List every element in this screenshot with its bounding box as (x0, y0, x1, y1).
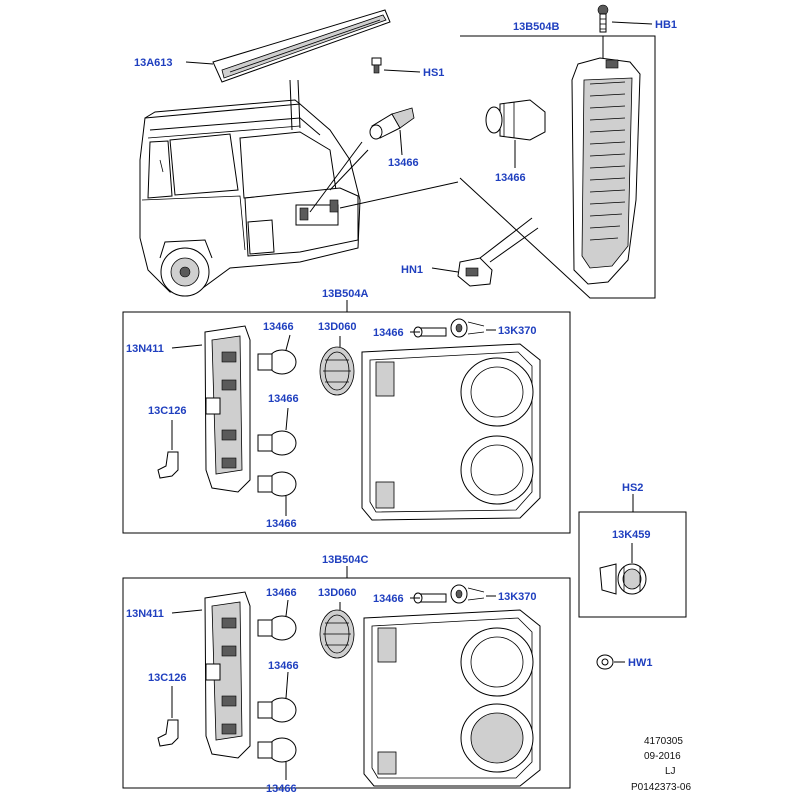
leader-13466-a (309, 141, 363, 213)
bulb-13466-a4 (257, 471, 297, 497)
leader-hs1 (383, 69, 421, 73)
leader-13N411-a (171, 344, 203, 349)
leader-hn1 (431, 267, 459, 273)
leader-hb1 (611, 21, 653, 25)
clip-13C126-a (157, 451, 179, 479)
label-13K459[interactable]: 13K459 (612, 529, 651, 541)
clip-13C126-c (157, 719, 179, 747)
label-13466-c4[interactable]: 13466 (266, 783, 297, 795)
label-13466-a1[interactable]: 13466 (263, 321, 294, 333)
label-13B504B[interactable]: 13B504B (513, 21, 560, 33)
leader-13A613 (185, 61, 214, 65)
leader-lamp-to-vehicle-2 (297, 79, 301, 129)
socket-13K370-a (450, 318, 485, 338)
washer-hw1 (596, 654, 614, 670)
leader-13466-a1 (285, 334, 291, 351)
label-13466-c3[interactable]: 13466 (268, 660, 299, 672)
nut-hn1 (457, 257, 493, 287)
label-hn1[interactable]: HN1 (401, 264, 423, 276)
label-hb1[interactable]: HB1 (655, 19, 677, 31)
bulb-13466-top (369, 107, 415, 140)
bulb-13466-a1 (257, 349, 297, 375)
bulb-holder-13N411-a (204, 325, 251, 493)
ref-initials: LJ (665, 766, 676, 777)
grommet-13K459 (599, 563, 647, 595)
label-13N411-a[interactable]: 13N411 (126, 343, 164, 355)
label-13K370-a[interactable]: 13K370 (498, 325, 537, 337)
screw-hs1 (371, 57, 382, 74)
label-13C126-c[interactable]: 13C126 (148, 672, 187, 684)
label-13466-a4[interactable]: 13466 (266, 518, 297, 530)
bulb-holder-13N411-c (204, 591, 251, 759)
leader-lamp-to-vehicle-1 (289, 79, 293, 131)
label-13466-c2[interactable]: 13466 (373, 593, 404, 605)
vehicle-rear-illustration (139, 99, 361, 297)
reflector-13D060-a (319, 346, 355, 396)
label-13466-a3[interactable]: 13466 (268, 393, 299, 405)
label-13D060-c[interactable]: 13D060 (318, 587, 357, 599)
label-13466-top[interactable]: 13466 (388, 157, 419, 169)
leader-13466-c3 (285, 671, 289, 699)
leader-13466-b (329, 149, 369, 191)
label-13D060-a[interactable]: 13D060 (318, 321, 357, 333)
leader-13466-c1 (285, 599, 289, 617)
label-13K370-c[interactable]: 13K370 (498, 591, 537, 603)
reflector-13D060-c (319, 609, 355, 659)
bulb-13466-c4 (257, 737, 297, 763)
tail-lamp-13B504C (363, 609, 541, 787)
leader-hn1-to-lamp-1 (479, 217, 533, 259)
leader-13466-top (399, 129, 403, 156)
tail-lamp-13B504A (361, 343, 541, 521)
bulb-13466-b (485, 99, 546, 141)
lamp-unit-13B504B (571, 57, 641, 285)
ref-code: 4170305 (644, 736, 683, 747)
ref-date: 09-2016 (644, 751, 681, 762)
bulb-13466-a3 (257, 430, 297, 456)
label-13466-c1[interactable]: 13466 (266, 587, 297, 599)
bulb-13466-c1 (257, 615, 297, 641)
label-13A613[interactable]: 13A613 (134, 57, 173, 69)
leader-vehicle-to-assy-b (339, 181, 459, 209)
leader-hn1-to-lamp-2 (489, 227, 539, 263)
leader-13466-a3 (285, 407, 289, 431)
label-13466-a2[interactable]: 13466 (373, 327, 404, 339)
bulb-13466-c3 (257, 697, 297, 723)
label-13C126-a[interactable]: 13C126 (148, 405, 187, 417)
box-13B504B (459, 35, 656, 299)
socket-13K370-c (450, 584, 485, 604)
leader-13N411-c (171, 609, 203, 614)
high-mounted-stop-lamp (212, 9, 391, 83)
label-13466-b[interactable]: 13466 (495, 172, 526, 184)
screw-hb1 (597, 4, 609, 33)
label-hs2[interactable]: HS2 (622, 482, 643, 494)
label-13B504A[interactable]: 13B504A (322, 288, 369, 300)
label-13N411-c[interactable]: 13N411 (126, 608, 164, 620)
label-13B504C[interactable]: 13B504C (322, 554, 369, 566)
ref-illustration-number: P0142373-06 (631, 782, 691, 793)
label-hs1[interactable]: HS1 (423, 67, 444, 79)
label-hw1[interactable]: HW1 (628, 657, 652, 669)
